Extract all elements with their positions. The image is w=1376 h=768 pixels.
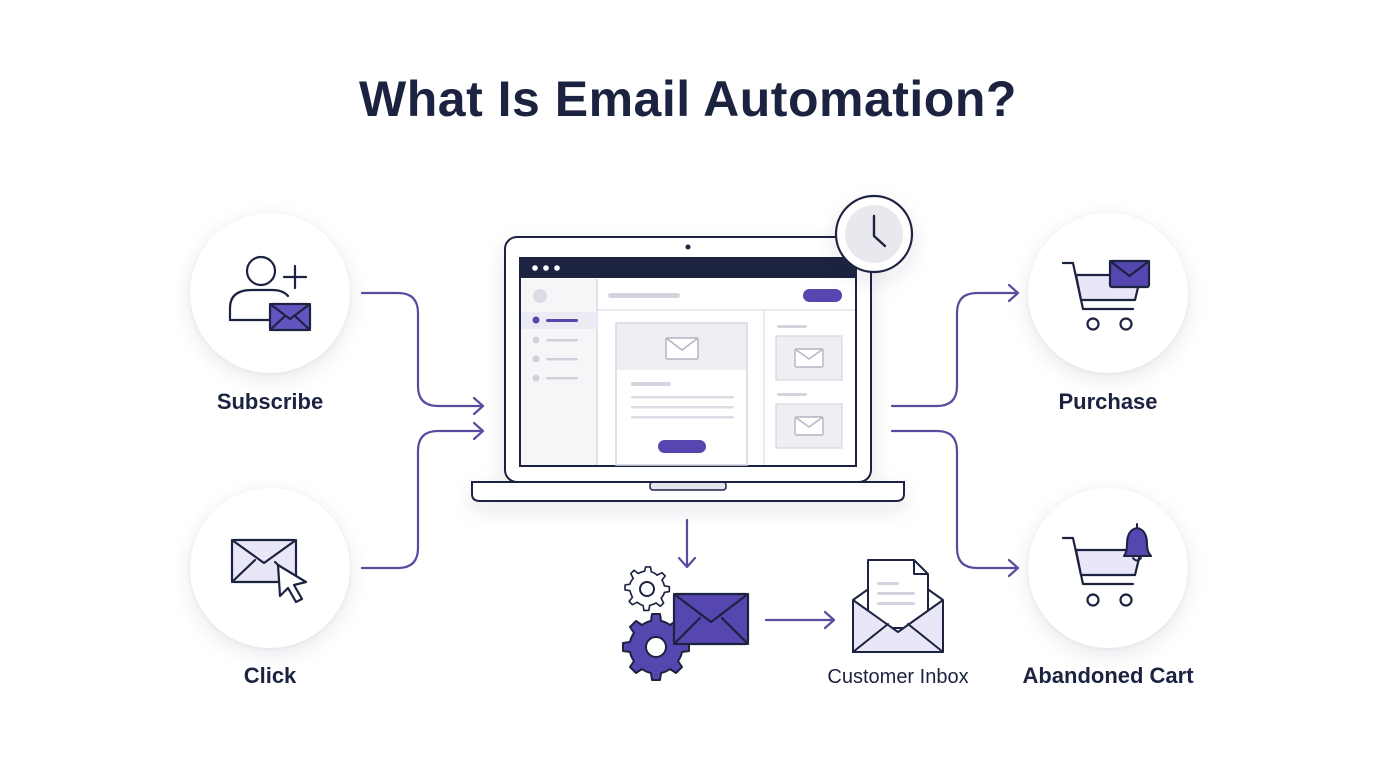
arrow-laptop-to-purchase <box>890 291 1019 408</box>
envelope-icon <box>268 302 312 332</box>
connector-lines <box>360 283 1020 630</box>
envelope-icon <box>665 337 699 360</box>
gear-icon <box>622 613 690 681</box>
header-pill-button <box>803 289 842 302</box>
subscribe-label: Subscribe <box>216 389 324 414</box>
open-envelope-icon <box>852 599 944 653</box>
arrow-click-to-laptop <box>360 429 484 570</box>
customer-inbox-label: Customer Inbox <box>827 666 969 688</box>
bell-icon <box>1123 523 1152 562</box>
envelope-icon <box>794 416 824 436</box>
arrowhead-inbox <box>823 610 836 630</box>
clock-icon <box>834 194 914 274</box>
browser-top-bar <box>520 258 856 278</box>
arrow-laptop-to-abandoned-cart <box>890 429 1019 570</box>
user-plus-icon <box>228 255 308 322</box>
envelope-icon <box>794 348 824 368</box>
page-title: What Is Email Automation? <box>359 71 1017 127</box>
app-sidebar <box>521 279 597 465</box>
arrowhead-click <box>472 421 485 441</box>
laptop-camera <box>685 244 691 250</box>
arrowhead-subscribe <box>472 396 485 416</box>
abandoned-cart-label: Abandoned Cart <box>1022 663 1194 688</box>
cursor-icon <box>276 563 308 604</box>
envelope-icon <box>1108 259 1151 289</box>
arrow-subscribe-to-laptop <box>360 291 484 408</box>
arrowhead-down <box>677 556 697 569</box>
envelope-icon <box>672 592 750 646</box>
arrowhead-abandoned-cart <box>1007 558 1020 578</box>
purchase-label: Purchase <box>1058 389 1158 414</box>
arrowhead-purchase <box>1007 283 1020 303</box>
email-cta-button <box>658 440 706 453</box>
gear-icon <box>624 566 671 612</box>
avatar <box>533 289 547 303</box>
document-icon <box>852 559 944 629</box>
click-label: Click <box>243 663 297 688</box>
